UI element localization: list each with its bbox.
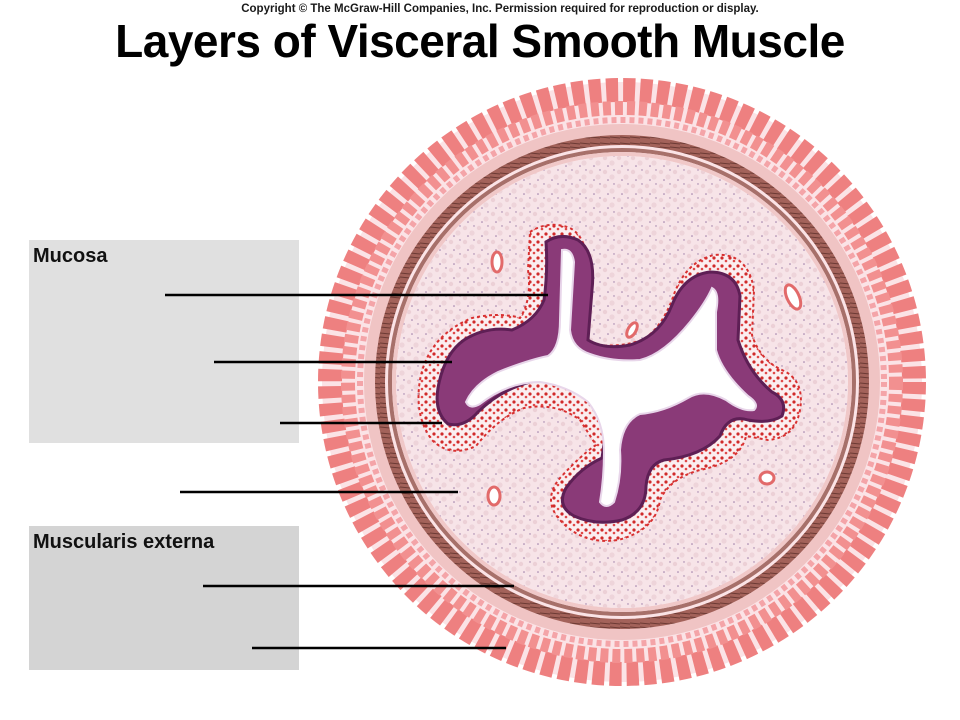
leader-lines bbox=[165, 293, 548, 650]
lumen bbox=[464, 248, 757, 507]
blood-vessels bbox=[486, 250, 803, 507]
copyright-notice: Copyright © The McGraw-Hill Companies, I… bbox=[241, 3, 759, 15]
muscularis-label-box: Muscularis externa bbox=[29, 526, 299, 670]
mucosa-label: Mucosa bbox=[33, 245, 108, 267]
mucosa-label-box: Mucosa bbox=[29, 240, 299, 443]
muscularis-externa-layer bbox=[364, 124, 880, 640]
muscularis-label: Muscularis externa bbox=[33, 531, 215, 553]
page-title: Layers of Visceral Smooth Muscle bbox=[115, 15, 845, 67]
